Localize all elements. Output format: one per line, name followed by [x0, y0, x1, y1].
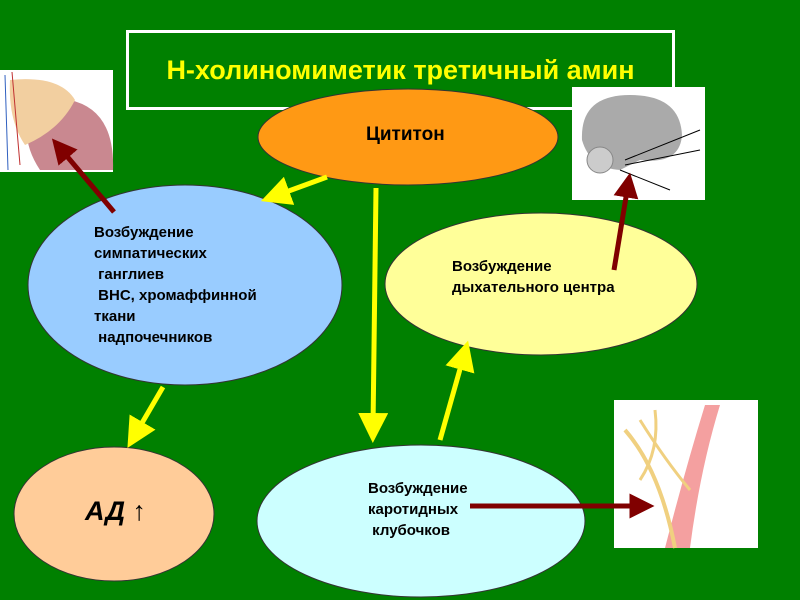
drug-node-shape: [257, 88, 559, 186]
adrenal-gland-image: [0, 70, 114, 172]
bp-node-shape: [13, 446, 215, 582]
sympathetic-node-label: Возбуждение симпатических ганглиев ВНС, …: [94, 224, 257, 346]
bp-node-label: АД ↑: [85, 496, 147, 526]
arrow-respiratory-to-brain: [611, 172, 639, 271]
carotid-body-image: [614, 400, 758, 549]
carotid-node-shape: [256, 444, 586, 598]
sympathetic-node-shape: [27, 184, 343, 386]
arrow-drug-to-carotid: [358, 187, 389, 443]
arrow-sympathetic-to-adrenal: [51, 138, 116, 214]
brain-image: [572, 87, 705, 200]
arrow-drug-to-sympathetic: [260, 174, 328, 205]
arrow-sympathetic-to-bp: [127, 385, 166, 448]
drug-node-label: Цититон: [366, 124, 445, 145]
arrow-carotid-to-respiratory: [437, 340, 475, 441]
carotid-node-label: Возбуждение каротидных клубочков: [368, 480, 468, 539]
respiratory-node-label: Возбуждение дыхательного центра: [452, 258, 615, 296]
